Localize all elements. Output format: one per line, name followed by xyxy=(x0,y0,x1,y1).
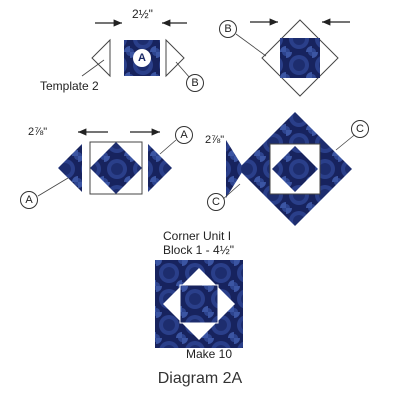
corner-unit-title: Corner Unit I xyxy=(163,229,232,243)
label-b-top-right: B xyxy=(219,20,237,38)
template-label: Template 2 xyxy=(40,79,99,93)
leader-c-left xyxy=(221,183,241,201)
leader-b-top-right xyxy=(235,33,267,57)
triangle-c-left xyxy=(226,140,244,198)
dim-c-label: 2⅞" xyxy=(205,134,225,146)
label-a-inverse: A xyxy=(133,49,151,67)
unit-middle-right xyxy=(221,112,359,226)
template-triangle-right xyxy=(165,38,185,78)
leader-b-top-left xyxy=(175,61,191,79)
dim-top-label: 2½" xyxy=(132,7,153,21)
diagram-caption: Diagram 2A xyxy=(157,370,243,387)
dim-a-label: 2⅞" xyxy=(28,126,48,138)
label-a-left: A xyxy=(20,191,38,209)
inner-diamond-middle-right xyxy=(272,146,318,192)
template-triangle-left xyxy=(91,38,111,78)
label-b-top-left: B xyxy=(186,74,204,92)
leader-template xyxy=(81,59,105,77)
label-c-right: C xyxy=(351,120,369,138)
block-center-square xyxy=(179,284,219,324)
triangle-a-right xyxy=(148,144,172,192)
unit-middle-left xyxy=(37,128,177,197)
corner-unit-block xyxy=(155,260,243,348)
triangle-a-left xyxy=(58,144,82,192)
leader-a-left xyxy=(37,177,69,197)
unit-top-right xyxy=(235,18,350,97)
make-count-label: Make 10 xyxy=(186,347,233,361)
label-a-right: A xyxy=(175,126,193,144)
label-c-left: C xyxy=(207,193,225,211)
corner-unit-subtitle: Block 1 - 4½" xyxy=(163,243,234,257)
center-square-top-right xyxy=(280,38,320,78)
leader-a-right xyxy=(159,139,177,155)
diamond-middle-left xyxy=(90,142,142,194)
